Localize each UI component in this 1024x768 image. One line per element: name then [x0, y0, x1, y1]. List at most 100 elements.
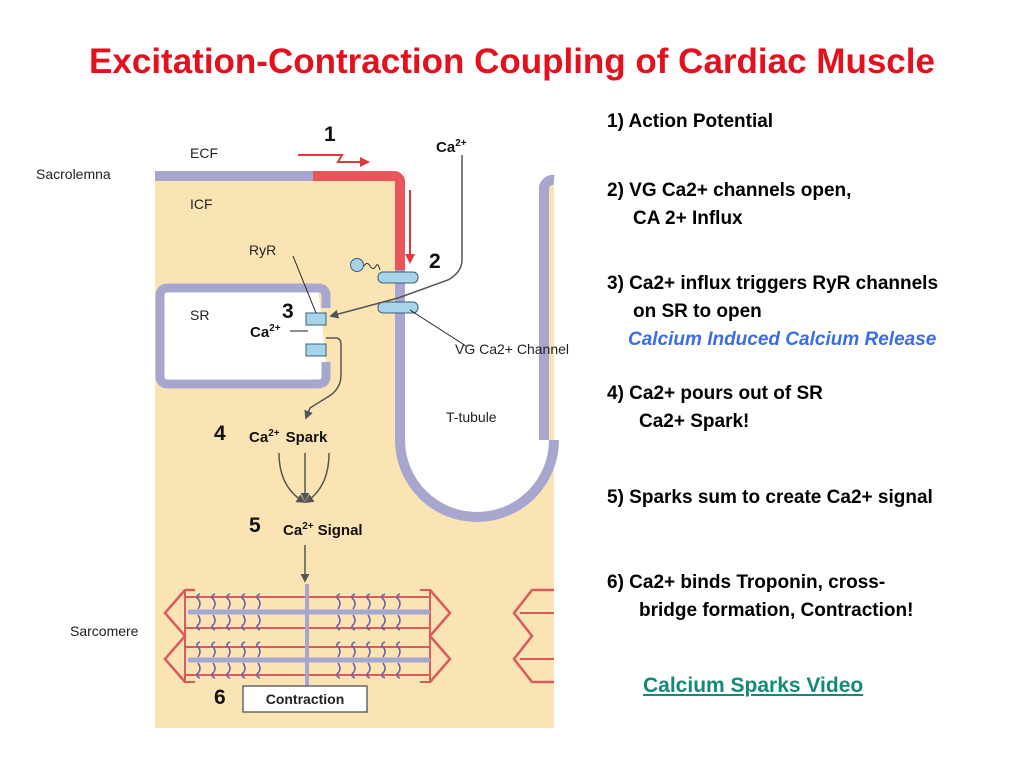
vg-channel-upper	[377, 271, 419, 284]
step-3-text: 3) Ca2+ influx triggers RyR channels on …	[607, 270, 938, 354]
myosin-head	[381, 593, 386, 610]
ca-signal-label: Ca2+Signal	[283, 521, 363, 539]
myosin-head	[211, 593, 216, 610]
step-number-5: 5	[249, 514, 261, 537]
myosin-head	[211, 641, 216, 658]
step-number-3: 3	[282, 300, 294, 323]
step-line: Ca2+ Spark!	[639, 411, 750, 432]
myosin-head	[196, 614, 201, 631]
myosin-head	[211, 662, 216, 679]
myosin-head	[381, 662, 386, 679]
contraction-label: Contraction	[266, 691, 345, 707]
ca-influx-path	[397, 155, 463, 299]
myosin-head	[396, 593, 401, 610]
myosin-head	[226, 593, 231, 610]
sr-membrane	[155, 283, 331, 389]
step-number-4: 4	[214, 422, 226, 445]
myosin-head	[256, 593, 261, 610]
ca-ecf-label: Ca2+	[436, 138, 467, 156]
step-1-text: 1) Action Potential	[607, 108, 773, 136]
spark-arrow-right	[304, 452, 330, 503]
myosin-head	[366, 614, 371, 631]
myosin-head	[351, 593, 356, 610]
myosin-head	[226, 662, 231, 679]
myosin-head	[241, 662, 246, 679]
voltage-sensor-tether	[363, 263, 381, 271]
myosin-head	[211, 614, 216, 631]
step-number-6: 6	[214, 686, 226, 709]
vg-channel-label: VG Ca2+ Channel	[455, 341, 569, 357]
myosin-head	[336, 593, 341, 610]
vg-channel-leader	[409, 309, 467, 347]
step-line: 3) Ca2+ influx triggers RyR channels	[607, 273, 939, 294]
t-tubule-label: T-tubule	[446, 409, 497, 425]
t-tubule-membrane-right	[538, 174, 555, 440]
sr-release-arrow	[304, 337, 342, 420]
myosin-head	[336, 641, 341, 658]
myosin-head	[241, 614, 246, 631]
ryr-channel-upper	[305, 312, 327, 326]
myosin-head	[351, 614, 356, 631]
myosin-head	[226, 641, 231, 658]
step-4-text: 4) Ca2+ pours out of SR Ca2+ Spark!	[607, 380, 823, 436]
step-line: 6) Ca2+ binds Troponin, cross-	[607, 572, 886, 593]
ecf-label: ECF	[190, 145, 218, 161]
depolarized-membrane	[313, 171, 405, 270]
cicr-label: Calcium Induced Calcium Release	[628, 329, 937, 350]
ecf-region	[155, 118, 554, 176]
step-number-2: 2	[429, 250, 441, 273]
myosin-head	[396, 614, 401, 631]
step-2-text: 2) VG Ca2+ channels open, CA 2+ Influx	[607, 177, 851, 233]
myosin-head	[366, 641, 371, 658]
calcium-sparks-video-link[interactable]: Calcium Sparks Video	[643, 674, 864, 697]
myosin-head	[196, 593, 201, 610]
contraction-box	[242, 685, 368, 713]
sarcomere-right-edge	[512, 588, 554, 684]
myosin-head	[241, 593, 246, 610]
action-potential-arrow	[298, 154, 370, 167]
step-line: on SR to open	[633, 301, 762, 322]
myosin-head	[396, 641, 401, 658]
myosin-head	[381, 641, 386, 658]
spark-arrow-left	[278, 452, 306, 503]
myosin-head	[336, 614, 341, 631]
step-line: 5) Sparks sum to create Ca2+ signal	[607, 487, 933, 508]
voltage-sensor	[350, 258, 364, 272]
ryr-leader	[292, 255, 317, 314]
myosin-head	[366, 593, 371, 610]
ryr-channel-lower	[305, 343, 327, 357]
myosin-head	[241, 641, 246, 658]
myosin-head	[351, 662, 356, 679]
sarcomere	[163, 584, 452, 690]
sarcomere-label: Sarcomere	[70, 623, 139, 639]
sr-membrane-top	[317, 283, 331, 308]
ryr-label: RyR	[249, 242, 276, 258]
myosin-head	[196, 641, 201, 658]
icf-label: ICF	[190, 196, 213, 212]
sacrolemna-label: Sacrolemna	[36, 166, 111, 182]
step-line: CA 2+ Influx	[633, 208, 743, 229]
myosin-head	[336, 662, 341, 679]
step-line: 1) Action Potential	[607, 111, 774, 132]
step-6-text: 6) Ca2+ binds Troponin, cross- bridge fo…	[607, 569, 913, 625]
page-title: Excitation-Contraction Coupling of Cardi…	[89, 42, 935, 81]
myosin-head	[366, 662, 371, 679]
t-tubule-lumen	[405, 176, 554, 512]
myosin-head	[396, 662, 401, 679]
myosin-head	[196, 662, 201, 679]
myosin-head	[381, 614, 386, 631]
step-line: bridge formation, Contraction!	[639, 600, 914, 621]
step-5-text: 5) Sparks sum to create Ca2+ signal	[607, 484, 933, 512]
myosin-head	[351, 641, 356, 658]
step-number-1: 1	[324, 123, 336, 146]
sarcomere-bracket-left	[184, 589, 195, 683]
myosin-head	[226, 614, 231, 631]
myosin-head	[256, 662, 261, 679]
sarcomere-bracket-right	[420, 589, 431, 683]
step-line: 2) VG Ca2+ channels open,	[607, 180, 852, 201]
myosin-head	[256, 641, 261, 658]
ca-spark-label: Ca2+Spark	[249, 428, 328, 446]
sr-label: SR	[190, 307, 209, 323]
z-disc-partial	[512, 588, 554, 684]
